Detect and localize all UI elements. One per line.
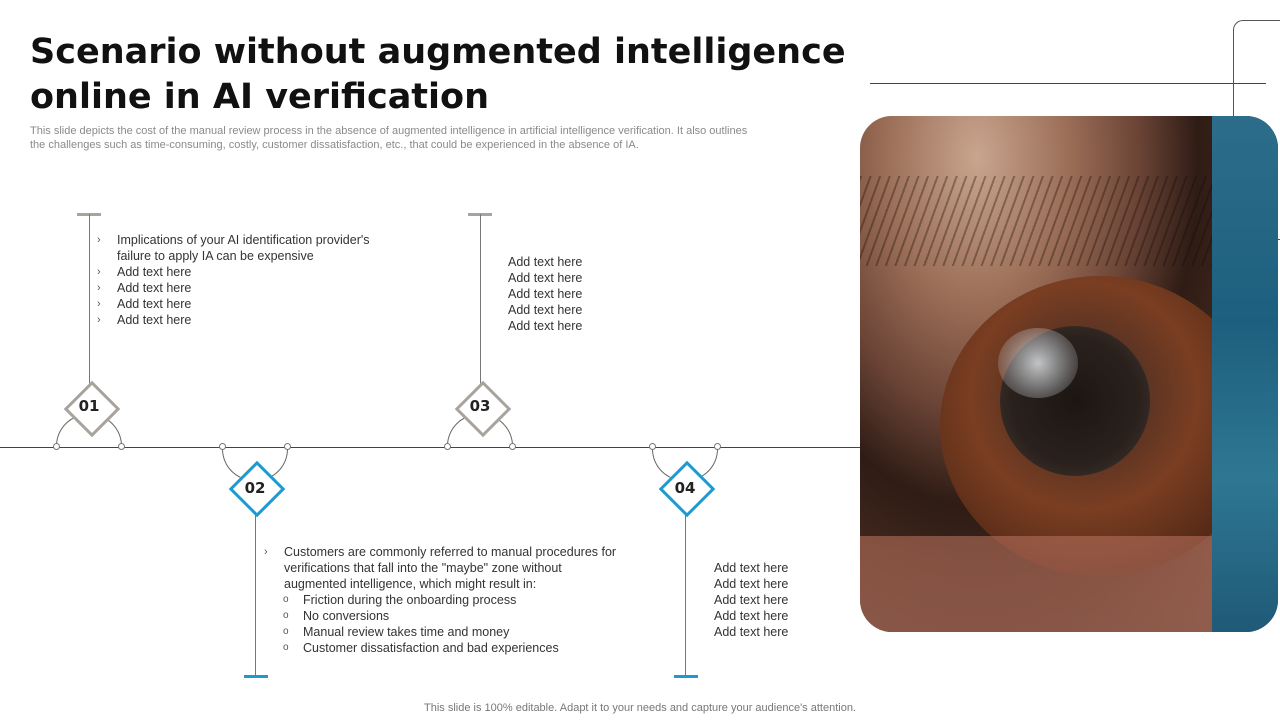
step-01-connector (89, 214, 90, 386)
step-03-list: Add text here Add text here Add text her… (508, 254, 708, 334)
list-item: ›Implications of your AI identification … (97, 233, 370, 263)
list-item: ›Add text here (97, 281, 192, 295)
circle-bullet-icon: o (283, 610, 289, 621)
circle-bullet-icon: o (283, 626, 289, 637)
step-04-left-dot (649, 443, 656, 450)
slide-subtitle: This slide depicts the cost of the manua… (30, 125, 748, 151)
step-01-number: 01 (78, 397, 100, 415)
teal-side-strip (1212, 116, 1278, 632)
list-item: Add text here (714, 561, 789, 575)
chevron-right-icon: › (97, 298, 101, 310)
step-02-right-dot (284, 443, 291, 450)
eye-reflection (998, 328, 1078, 398)
step-04-number: 04 (674, 479, 696, 497)
circle-bullet-icon: o (283, 594, 289, 605)
chevron-right-icon: › (264, 546, 268, 558)
list-item: Add text here (714, 625, 789, 639)
list-item: ›Add text here (97, 313, 192, 327)
timeline-axis (0, 447, 862, 448)
list-item: Add text here (714, 577, 789, 591)
step-03-right-dot (509, 443, 516, 450)
chevron-right-icon: › (97, 282, 101, 294)
list-item: Add text here (714, 609, 789, 623)
list-item: Add text here (714, 593, 789, 607)
chevron-right-icon: › (97, 234, 101, 246)
eyelashes (860, 176, 1278, 266)
list-item: ›Add text here (97, 265, 192, 279)
list-item: Add text here (508, 255, 583, 269)
step-02-list: ›Customers are commonly referred to manu… (264, 544, 624, 656)
step-03-number: 03 (469, 397, 491, 415)
step-01-list: ›Implications of your AI identification … (97, 232, 397, 328)
lower-eyelid (860, 536, 1278, 632)
step-04-connector (685, 512, 686, 676)
step-04-bottom-cap (674, 675, 698, 678)
eye-photo (860, 116, 1278, 632)
list-item: ›Add text here (97, 297, 192, 311)
step-01-left-dot (53, 443, 60, 450)
footer-note: This slide is 100% editable. Adapt it to… (424, 702, 856, 714)
slide-title: Scenario without augmented intelligence … (30, 32, 846, 117)
step-02-number: 02 (244, 479, 266, 497)
chevron-right-icon: › (97, 314, 101, 326)
step-02-left-dot (219, 443, 226, 450)
chevron-right-icon: › (97, 266, 101, 278)
frame-top-line (870, 83, 1266, 84)
step-01-right-dot (118, 443, 125, 450)
list-item: ›Customers are commonly referred to manu… (264, 544, 624, 656)
list-item: Add text here (508, 319, 583, 333)
step-03-left-dot (444, 443, 451, 450)
step-02-connector (255, 512, 256, 676)
step-04-right-dot (714, 443, 721, 450)
step-02-bottom-cap (244, 675, 268, 678)
list-item: Add text here (508, 303, 583, 317)
circle-bullet-icon: o (283, 642, 289, 653)
step-03-connector (480, 214, 481, 386)
list-item: Add text here (508, 271, 583, 285)
list-item: Add text here (508, 287, 583, 301)
step-04-list: Add text here Add text here Add text her… (714, 560, 854, 640)
